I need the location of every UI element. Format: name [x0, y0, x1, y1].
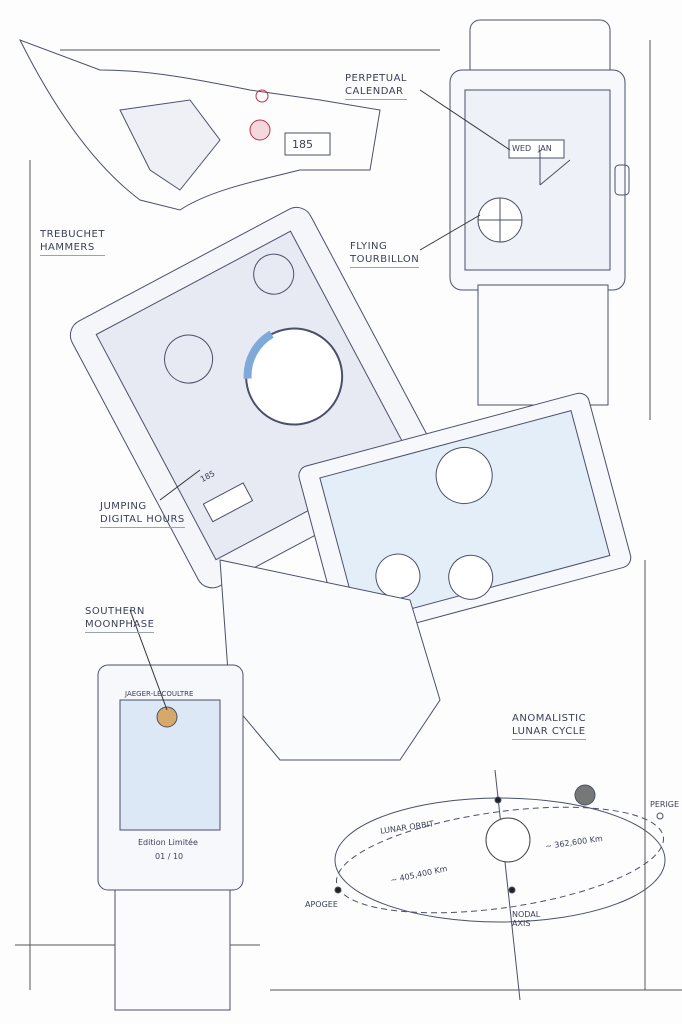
- label-line: PERPETUAL: [345, 73, 407, 84]
- label-perpetual-calendar: PERPETUAL CALENDAR: [345, 72, 407, 100]
- lunar-orbit-diagram: [334, 769, 666, 1001]
- edition-text: Edition Limitée: [138, 838, 198, 847]
- day-display: WED: [512, 144, 532, 153]
- apogee-label: APOGEE: [305, 900, 338, 909]
- perigee-label: PERIGE: [650, 800, 680, 809]
- label-line: FLYING: [350, 241, 388, 252]
- perpetual-calendar-watch-sketch: [449, 19, 630, 406]
- edition-number: 01 / 10: [155, 852, 184, 861]
- label-southern-moonphase: SOUTHERN MOONPHASE: [85, 605, 155, 633]
- month-display: JAN: [538, 144, 552, 153]
- label-line: NODAL: [512, 910, 541, 919]
- label-line: MOONPHASE: [85, 619, 155, 630]
- digital-hours-display-top: 185: [292, 138, 313, 151]
- label-line: TREBUCHET: [40, 229, 105, 240]
- label-trebuchet-hammers: TREBUCHET HAMMERS: [40, 228, 105, 256]
- label-line: TOURBILLON: [350, 254, 420, 265]
- label-line: SOUTHERN: [85, 606, 145, 617]
- trebuchet-hammer-sketch: [18, 39, 381, 211]
- label-line: ANOMALISTIC: [512, 713, 587, 724]
- label-line: HAMMERS: [40, 242, 95, 253]
- label-line: CALENDAR: [345, 86, 404, 97]
- label-line: LUNAR CYCLE: [512, 726, 586, 737]
- southern-moonphase-watch-sketch: [97, 664, 244, 1011]
- label-jumping-digital-hours: JUMPING DIGITAL HOURS: [100, 500, 185, 528]
- label-line: JUMPING: [100, 501, 147, 512]
- label-line: DIGITAL HOURS: [100, 514, 185, 525]
- reverso-back-sketch: [298, 392, 632, 641]
- label-anomalistic-lunar-cycle: ANOMALISTIC LUNAR CYCLE: [512, 712, 587, 740]
- brand-logo-text: JAEGER-LECOULTRE: [125, 690, 194, 698]
- label-flying-tourbillon: FLYING TOURBILLON: [350, 240, 420, 268]
- label-line: AXIS: [512, 919, 531, 928]
